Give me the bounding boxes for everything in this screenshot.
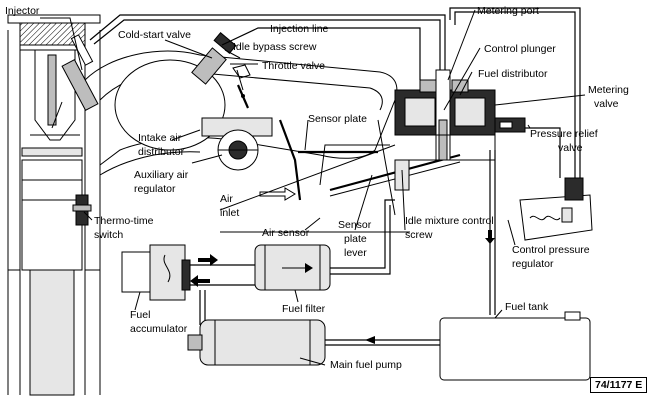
label-idle-mixture-line1: Idle mixture control bbox=[405, 215, 494, 227]
engine-block bbox=[7, 14, 101, 396]
label-pressure-relief-line2: valve bbox=[558, 142, 583, 154]
thermo-time-switch bbox=[72, 194, 92, 226]
label-air-inlet-line2: inlet bbox=[220, 207, 239, 219]
label-sensor-plate-lever-line2: plate bbox=[344, 233, 367, 245]
label-fuel-distributor: Fuel distributor bbox=[478, 68, 548, 80]
label-throttle-valve: Throttle valve bbox=[262, 60, 325, 72]
label-injection-line: Injection line bbox=[270, 23, 329, 35]
injector bbox=[51, 34, 99, 129]
label-fuel-filter: Fuel filter bbox=[282, 303, 326, 315]
label-control-pressure-line2: regulator bbox=[512, 258, 554, 270]
cold-start-valve bbox=[191, 32, 237, 85]
label-cold-start-valve: Cold-start valve bbox=[118, 29, 191, 41]
auxiliary-air-regulator bbox=[201, 117, 273, 171]
main-fuel-pump bbox=[187, 319, 326, 366]
pressure-relief-valve bbox=[494, 117, 526, 133]
air-sensor bbox=[219, 119, 410, 233]
figure-id: 74/1177 E bbox=[590, 377, 648, 393]
labels: Injector Injection line Cold-start valve… bbox=[5, 5, 629, 371]
label-pressure-relief-line1: Pressure relief bbox=[530, 128, 598, 140]
throttle-body bbox=[230, 63, 258, 109]
label-fuel-accumulator-line1: Fuel bbox=[130, 309, 150, 321]
fuel-tank bbox=[439, 311, 591, 381]
label-sensor-plate-lever-line3: lever bbox=[344, 247, 367, 259]
label-air-sensor: Air sensor bbox=[262, 227, 310, 239]
label-control-pressure-line1: Control pressure bbox=[512, 244, 590, 256]
fuel-filter bbox=[254, 244, 331, 291]
flow-arrows bbox=[190, 230, 495, 344]
label-injector: Injector bbox=[5, 5, 40, 17]
label-control-plunger: Control plunger bbox=[484, 43, 556, 55]
fuel-distributor bbox=[394, 69, 496, 161]
label-aux-air-line1: Auxiliary air bbox=[134, 169, 189, 181]
label-intake-air-line1: Intake air bbox=[138, 132, 182, 144]
leader-lines bbox=[40, 9, 586, 366]
label-idle-mixture-line2: screw bbox=[405, 229, 433, 241]
label-idle-bypass-screw: Idle bypass screw bbox=[233, 41, 317, 53]
label-aux-air-line2: regulator bbox=[134, 183, 176, 195]
label-thermo-time-line2: switch bbox=[94, 229, 123, 241]
label-thermo-time-line1: Thermo-time bbox=[94, 215, 154, 227]
label-main-fuel-pump: Main fuel pump bbox=[330, 359, 402, 371]
label-intake-air-line2: distributor bbox=[138, 146, 185, 158]
label-air-inlet-line1: Air bbox=[220, 193, 233, 205]
sensor-plate-lever bbox=[329, 153, 461, 197]
fuel-accumulator bbox=[121, 244, 191, 301]
label-metering-valve-line1: Metering bbox=[588, 84, 629, 96]
intake-air-distributor bbox=[84, 50, 398, 176]
label-sensor-plate-lever-line1: Sensor bbox=[338, 219, 372, 231]
label-metering-port: Metering port bbox=[477, 5, 539, 17]
control-pressure-regulator bbox=[519, 177, 593, 241]
label-fuel-tank: Fuel tank bbox=[505, 301, 549, 313]
label-fuel-accumulator-line2: accumulator bbox=[130, 323, 188, 335]
fuel-lines bbox=[89, 7, 581, 346]
label-sensor-plate: Sensor plate bbox=[308, 113, 367, 125]
label-metering-valve-line2: valve bbox=[594, 98, 619, 110]
